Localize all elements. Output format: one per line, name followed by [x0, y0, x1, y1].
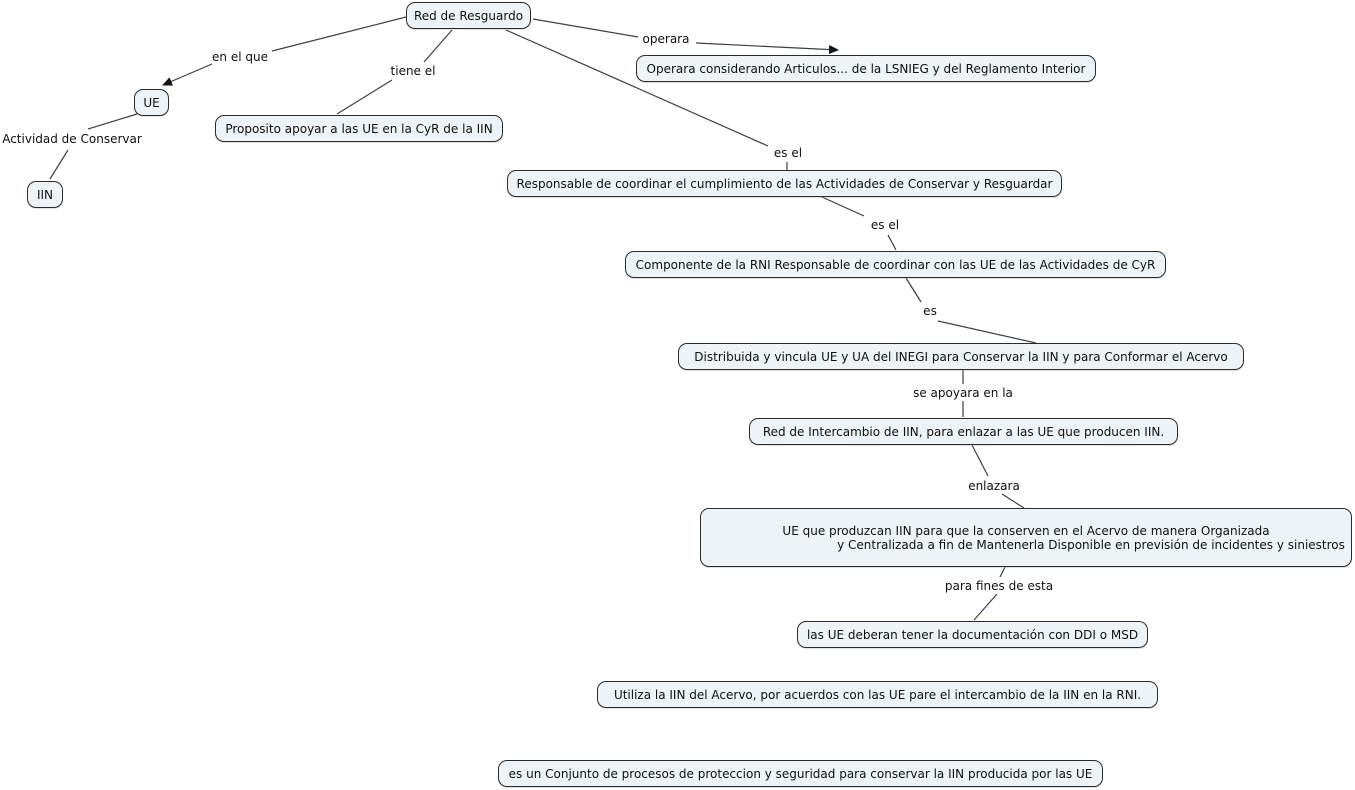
edge-line[interactable] [49, 149, 69, 180]
link-label-para-fines-de-esta[interactable]: para fines de esta [944, 579, 1054, 593]
link-label-es-el-1[interactable]: es el [773, 146, 803, 160]
concept-node-componente-rni[interactable]: Componente de la RNI Responsable de coor… [625, 251, 1166, 278]
edge-line[interactable] [887, 234, 897, 251]
link-label-tiene-el[interactable]: tiene el [390, 64, 436, 78]
edge-line[interactable] [1001, 493, 1025, 509]
edge-line[interactable] [532, 18, 639, 38]
link-label-en-el-que[interactable]: en el que [212, 50, 268, 64]
edge-line[interactable] [336, 79, 393, 115]
edge-line[interactable] [423, 29, 453, 63]
concept-node-responsable-coordinar[interactable]: Responsable de coordinar el cumplimiento… [507, 170, 1062, 197]
edge-line[interactable] [973, 593, 998, 621]
concept-node-distribuida-vincula[interactable]: Distribuida y vincula UE y UA del INEGI … [678, 343, 1244, 370]
edge-line[interactable] [505, 29, 769, 147]
edge-line[interactable] [971, 444, 989, 477]
concept-node-ue-produzcan[interactable]: UE que produzcan IIN para que la conserv… [700, 508, 1352, 567]
edge-line[interactable] [999, 564, 1007, 578]
concept-node-conjunto-procesos[interactable]: es un Conjunto de procesos de proteccion… [498, 760, 1103, 787]
concept-node-operara-considerando[interactable]: Operara considerando Articulos... de la … [636, 55, 1096, 82]
concept-node-ue[interactable]: UE [134, 89, 169, 116]
edge-line[interactable] [87, 113, 138, 130]
concept-node-text-line: y Centralizada a fin de Mantenerla Dispo… [837, 537, 1345, 552]
edge-line[interactable] [937, 320, 1037, 344]
edge-line[interactable] [271, 16, 407, 52]
link-label-actividad-de-conservar[interactable]: Actividad de Conservar [2, 132, 142, 146]
link-label-es-el-2[interactable]: es el [870, 218, 900, 232]
link-label-enlazara[interactable]: enlazara [968, 479, 1020, 493]
edge-line[interactable] [162, 63, 213, 86]
edge-line[interactable] [905, 277, 922, 303]
concept-node-proposito[interactable]: Proposito apoyar a las UE en la CyR de l… [215, 115, 503, 142]
edge-line[interactable] [821, 196, 865, 217]
link-label-operara[interactable]: operara [642, 32, 690, 46]
concept-node-red-intercambio[interactable]: Red de Intercambio de IIN, para enlazar … [749, 418, 1178, 445]
concept-node-ue-documentacion[interactable]: las UE deberan tener la documentación co… [797, 621, 1148, 648]
concept-node-utiliza-iin[interactable]: Utiliza la IIN del Acervo, por acuerdos … [597, 681, 1158, 708]
edge-line[interactable] [695, 42, 839, 55]
link-label-es[interactable]: es [923, 304, 937, 318]
concept-node-red-de-resguardo[interactable]: Red de Resguardo [406, 2, 531, 29]
link-label-se-apoyara-en-la[interactable]: se apoyara en la [913, 386, 1013, 400]
concept-node-iin[interactable]: IIN [27, 181, 63, 208]
concept-node-text-line: UE que produzcan IIN para que la conserv… [782, 523, 1270, 538]
